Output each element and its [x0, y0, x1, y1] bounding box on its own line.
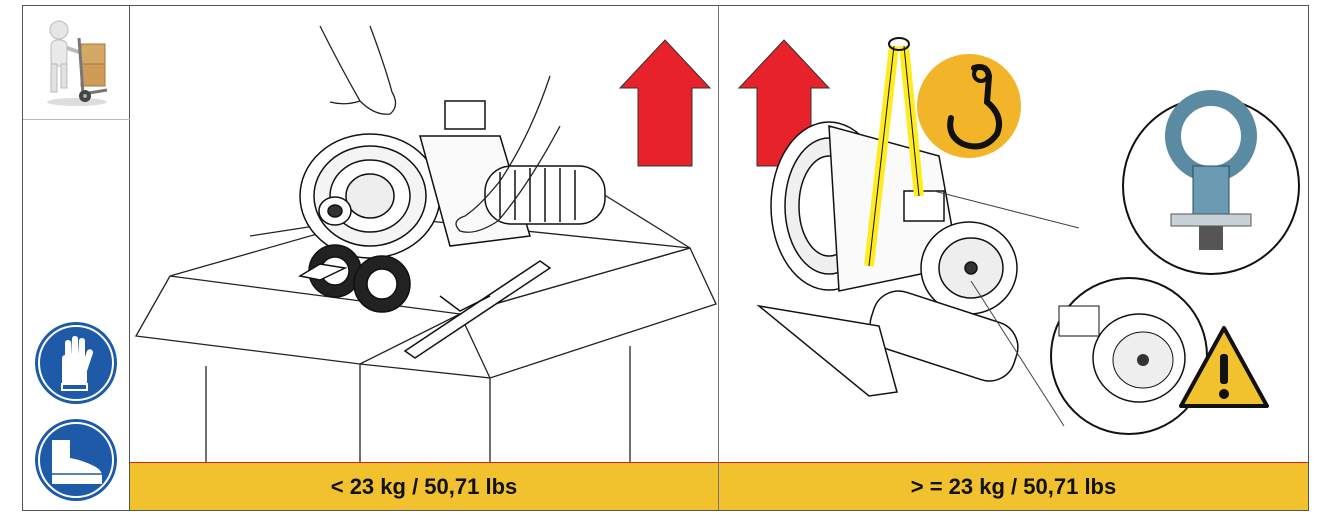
icon-divider — [23, 119, 130, 120]
safety-boots-icon — [34, 418, 118, 502]
lift-up-arrow-icon — [618, 39, 712, 167]
person-hand-truck-icon — [37, 18, 117, 108]
manual-lift-illustration — [130, 6, 719, 462]
crane-lift-illustration — [719, 6, 1308, 462]
crane-hook-icon — [917, 54, 1021, 158]
eyebolt-icon — [933, 90, 1300, 275]
ppe-icon-column — [23, 6, 130, 510]
lifting-sling — [864, 37, 924, 267]
warning-zoom — [970, 277, 1208, 435]
weight-limit-light-label: < 23 kg / 50,71 lbs — [130, 462, 719, 510]
blower-motor-lifted — [756, 121, 1019, 397]
hands — [319, 25, 561, 233]
blower-motor — [297, 100, 606, 359]
warning-triangle-icon — [1179, 326, 1269, 408]
instruction-panel: < 23 kg / 50,71 lbs > = 23 kg / 50,71 lb… — [22, 5, 1309, 511]
weight-limit-heavy-label: > = 23 kg / 50,71 lbs — [719, 462, 1308, 510]
safety-gloves-icon — [34, 321, 118, 405]
